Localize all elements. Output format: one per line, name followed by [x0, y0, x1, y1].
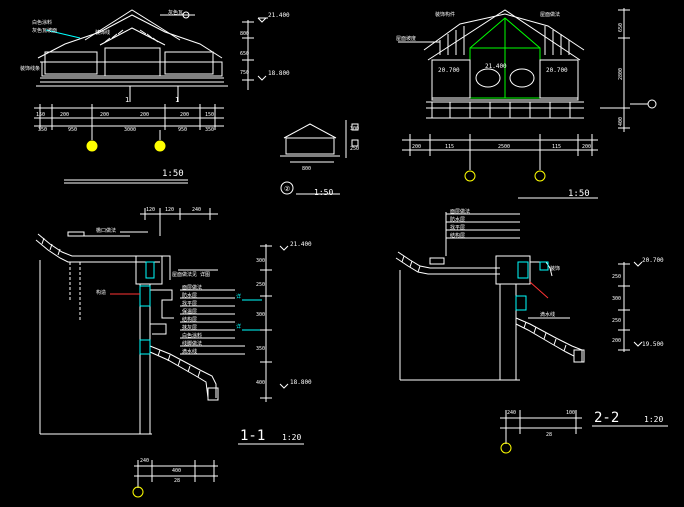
svg-text:②: ② — [284, 185, 290, 193]
svg-text:250: 250 — [612, 274, 621, 280]
svg-text:线脚做法: 线脚做法 — [182, 340, 202, 347]
right-dim-1: 115 — [445, 144, 454, 150]
svg-text:1: 1 — [175, 96, 179, 104]
section-1-scale: 1:20 — [282, 433, 301, 442]
elev-left-top: 21.400 — [268, 12, 290, 19]
svg-text:滴水线: 滴水线 — [540, 311, 555, 318]
note-left-elev-1: 白色涂料 — [32, 19, 52, 26]
right-dim-2: 2500 — [498, 144, 510, 150]
svg-text:800: 800 — [302, 166, 311, 172]
note-sec1-2: 防水层 — [182, 292, 197, 299]
svg-text:300: 300 — [612, 296, 621, 302]
svg-text:240: 240 — [192, 207, 201, 213]
svg-text:120: 120 — [146, 207, 155, 213]
sec1-dim-1: 400 — [172, 468, 181, 474]
svg-text:300: 300 — [350, 126, 359, 132]
left-dim-fine-0: 150 — [36, 112, 45, 118]
section-2-2: 面层做法 防水层 找平层 结构层 装饰 滴水线 — [395, 208, 668, 454]
left-dim-1: 950 — [68, 127, 77, 133]
left-dim-2: 3000 — [124, 127, 136, 133]
right-dim-4: 200 — [582, 144, 591, 150]
left-dim-0: 350 — [38, 127, 47, 133]
section-2-scale: 1:20 — [644, 415, 663, 424]
right-vdim-2: 400 — [618, 117, 624, 126]
svg-text:300: 300 — [256, 258, 265, 264]
note-left-elev-2: 灰色瓦坡面 — [32, 27, 57, 34]
elev-sec2-base: 19.500 — [642, 341, 664, 348]
svg-text:滴水线: 滴水线 — [182, 348, 197, 355]
left-elevation-scale: 1:50 — [162, 169, 184, 179]
note-sec1-1: 面层做法 — [182, 284, 202, 291]
svg-text:120: 120 — [165, 207, 174, 213]
svg-text:构造: 构造 — [96, 289, 106, 296]
small-detail-scale: 1:50 — [314, 188, 333, 197]
svg-text:250: 250 — [350, 146, 359, 152]
svg-text:抹灰层: 抹灰层 — [182, 324, 197, 331]
right-vdim-0: 650 — [618, 23, 624, 32]
small-gable-detail: 800 300 250 ② 1:50 — [280, 120, 359, 197]
svg-text:白色涂料: 白色涂料 — [182, 332, 202, 339]
note-sec1-4: 保温层 — [182, 308, 197, 315]
note-sec1-5: 结构层 — [182, 316, 197, 323]
svg-text:350: 350 — [256, 346, 265, 352]
right-vdim-1: 2800 — [618, 68, 624, 80]
left-dim-fine-2: 200 — [100, 112, 109, 118]
right-elevation: 20.700 21.400 20.700 屋面坡度 装饰构件 屋面做法 650 … — [396, 8, 657, 199]
svg-text:650: 650 — [240, 51, 249, 57]
left-elevation: 1 1 白色涂料 灰色瓦坡面 装饰线条 装饰线 灰色瓦 21.400 18.80… — [20, 9, 290, 184]
elev-sec2-top: 20.700 — [642, 257, 664, 264]
sec2-dim-0: 240 — [507, 410, 516, 416]
svg-text:400: 400 — [256, 380, 265, 386]
right-elevation-scale: 1:50 — [568, 189, 590, 199]
left-dim-3: 950 — [178, 127, 187, 133]
elev-sec1-base: 18.800 — [290, 379, 312, 386]
svg-text:屋面做法见: 屋面做法见 — [172, 271, 197, 278]
svg-text:详图: 详图 — [200, 271, 210, 278]
svg-text:100: 100 — [566, 410, 575, 416]
left-dim-fine-5: 150 — [205, 112, 214, 118]
elev-sec1-top: 21.400 — [290, 241, 312, 248]
svg-text:结构层: 结构层 — [450, 232, 465, 239]
note-sec2-1: 面层做法 — [450, 208, 470, 215]
right-dim-3: 115 — [552, 144, 561, 150]
left-dim-fine-4: 200 — [180, 112, 189, 118]
svg-text:750: 750 — [240, 70, 249, 76]
left-dim-4: 350 — [205, 127, 214, 133]
left-dim-fine-1: 200 — [60, 112, 69, 118]
section-2-label: 2-2 — [594, 410, 619, 426]
note-sec1-3: 找平层 — [182, 300, 197, 307]
svg-text:装饰构件: 装饰构件 — [435, 11, 455, 18]
svg-text:找平层: 找平层 — [450, 224, 465, 231]
elev-left-base: 18.800 — [268, 70, 290, 77]
svg-text:250: 250 — [612, 318, 621, 324]
svg-text:装饰: 装饰 — [550, 265, 560, 272]
left-dim-fine-3: 200 — [140, 112, 149, 118]
svg-text:1: 1 — [125, 96, 129, 104]
svg-text:详: 详 — [236, 293, 241, 300]
svg-text:详: 详 — [236, 323, 241, 330]
elev-right-mid-b: 20.700 — [546, 67, 568, 74]
note-right-elev-1: 屋面坡度 — [396, 35, 416, 42]
svg-text:灰色瓦: 灰色瓦 — [168, 9, 183, 16]
svg-text:檐口做法: 檐口做法 — [96, 227, 116, 234]
elev-right-mid-a: 20.700 — [438, 67, 460, 74]
sec2-dim-1: 28 — [546, 432, 552, 438]
sec1-dim-0: 240 — [140, 458, 149, 464]
right-dim-0: 200 — [412, 144, 421, 150]
svg-text:装饰线: 装饰线 — [95, 29, 110, 36]
note-left-elev-3: 装饰线条 — [20, 65, 40, 72]
section-1-label: 1-1 — [240, 428, 265, 444]
note-sec2-2: 防水层 — [450, 216, 465, 223]
svg-text:200: 200 — [612, 338, 621, 344]
svg-text:800: 800 — [240, 31, 249, 37]
svg-text:250: 250 — [256, 282, 265, 288]
svg-text:屋面做法: 屋面做法 — [540, 11, 560, 18]
section-1-1: 120 120 240 檐口做法 — [35, 207, 312, 498]
svg-text:300: 300 — [256, 312, 265, 318]
elev-right-top: 21.400 — [485, 63, 507, 70]
sec1-dim-2: 28 — [174, 478, 180, 484]
